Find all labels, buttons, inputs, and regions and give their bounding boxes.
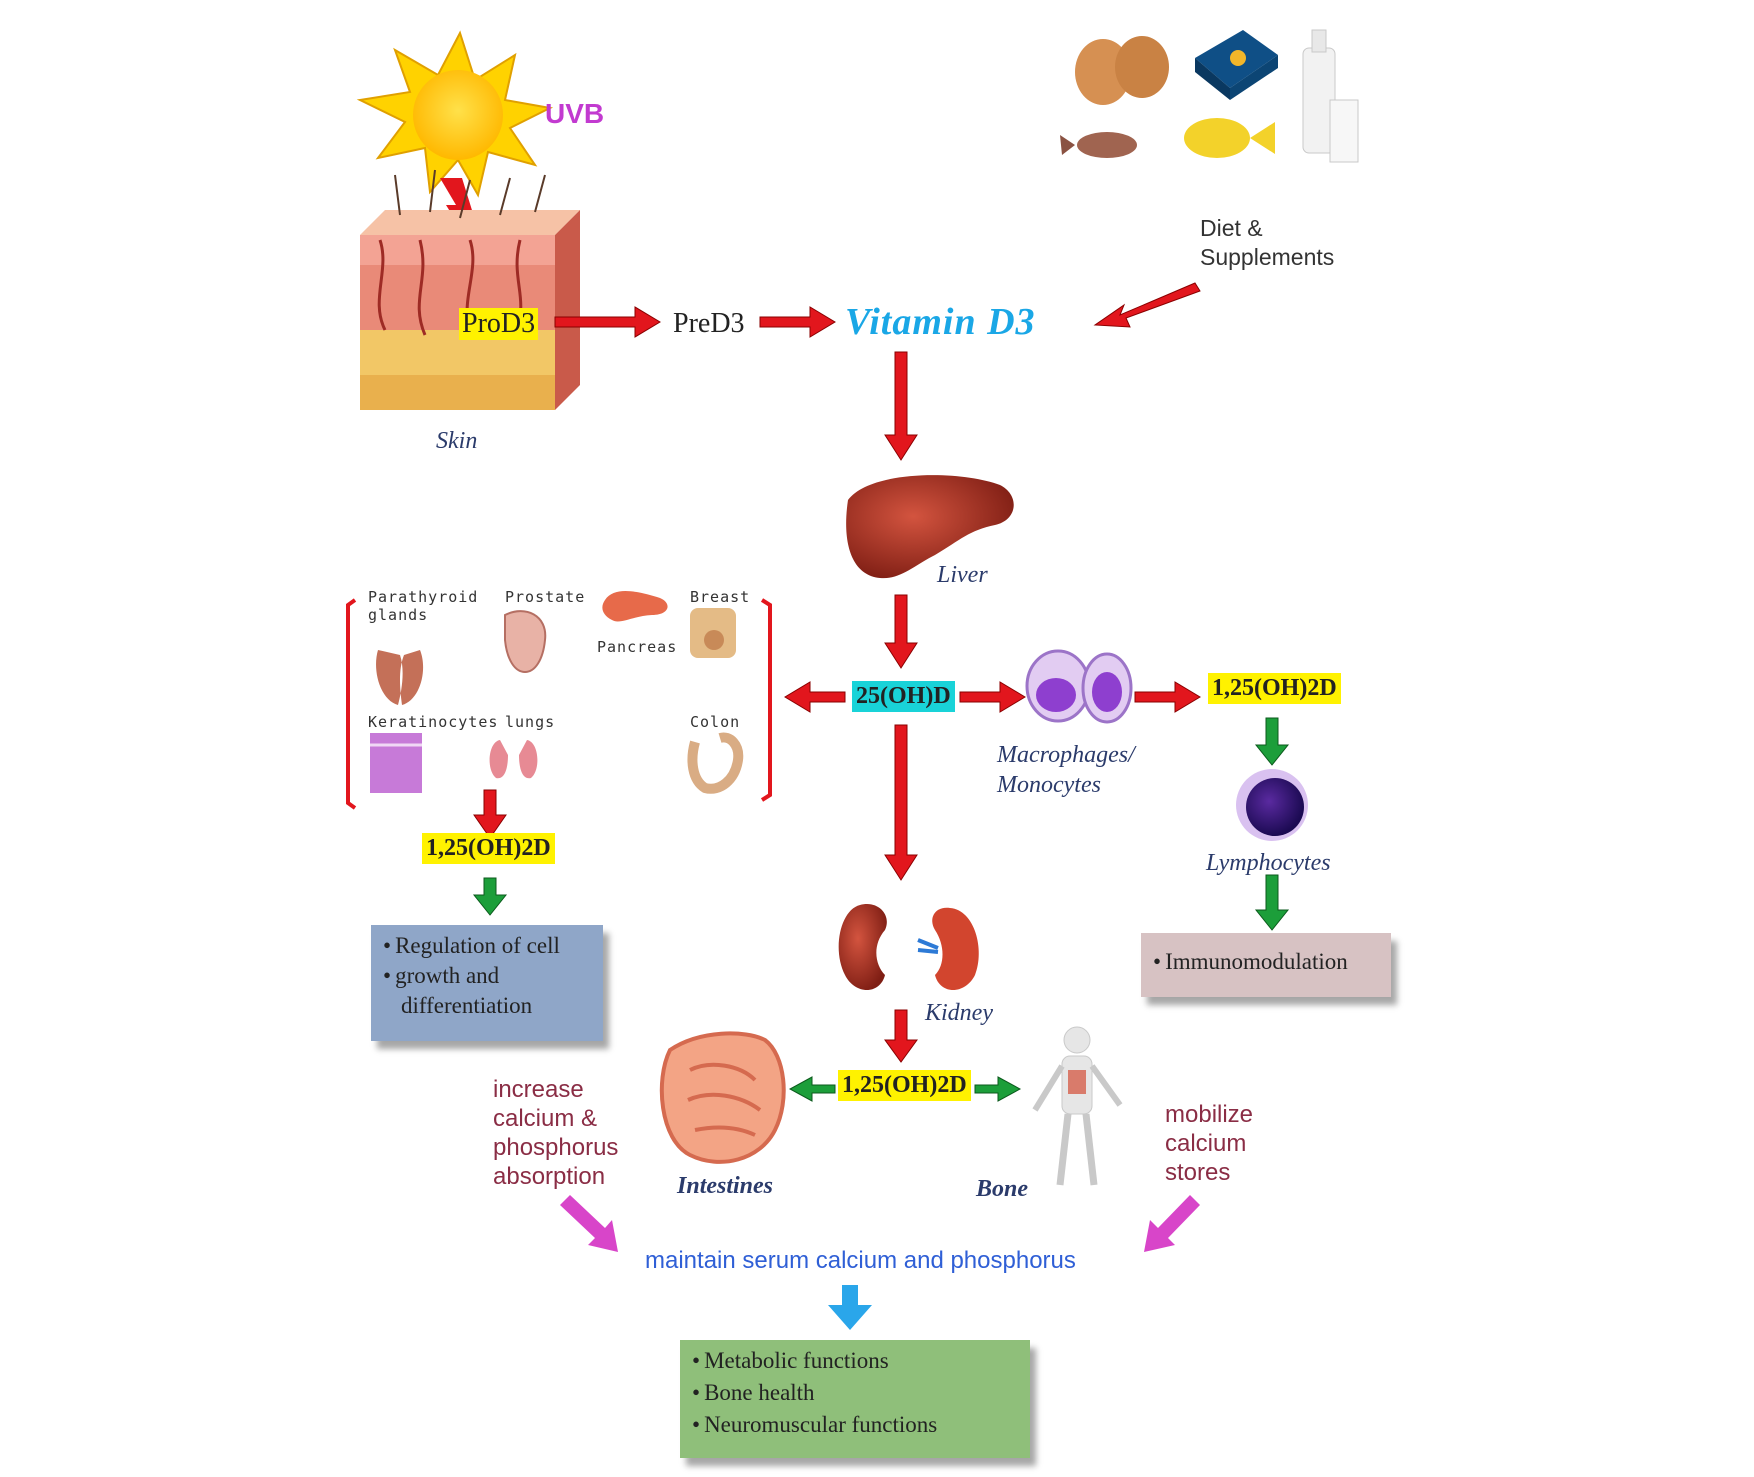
left-bracket [346,598,357,810]
box-item: Bone health [692,1380,815,1406]
red-arrows [473,282,1201,1063]
box-item: Immunomodulation [1153,949,1348,975]
colon-image [687,732,744,794]
calcitriol-tissue-label: 1,25(OH)2D [422,833,555,864]
box-item: differentiation [401,993,533,1018]
macrophages-label: Macrophages/ Monocytes [997,742,1135,798]
kidney-label: Kidney [925,1000,993,1026]
bone-label: Bone [976,1176,1029,1202]
maintain-label: maintain serum calcium and phosphorus [645,1247,1076,1274]
macrophage-image [1025,649,1133,724]
increase-absorption-label: increase calcium & phosphorus absorption [493,1076,619,1190]
lungs-image [489,740,538,779]
calcitriol-kidney-label: 1,25(OH)2D [838,1070,971,1101]
tissue-prostate-label: Prostate [505,588,586,606]
tissue-lungs-label: lungs [505,713,556,731]
magenta-arrows [560,1195,1200,1252]
calcitriol-immune-label: 1,25(OH)2D [1208,673,1341,704]
cell-regulation-box: Regulation of cell growth and differenti… [371,925,603,1041]
prod3-label: ProD3 [459,308,539,340]
lymphocytes-label: Lymphocytes [1206,850,1331,876]
kidney-image [838,904,979,990]
lightning-icon [440,178,505,300]
intestines-image [659,1031,786,1164]
tissue-parathyroid-label: Parathyroid glands [368,588,479,624]
tissue-pancreas-label: Pancreas [597,638,678,656]
vitamin-d3-label: Vitamin D3 [845,301,1036,343]
liver-label: Liver [937,562,988,588]
prostate-image [504,610,547,674]
box-item: Metabolic functions [692,1348,889,1374]
right-bracket [760,598,772,802]
blue-arrow [828,1285,872,1330]
mobilize-label: mobilize calcium stores [1165,1101,1254,1186]
tissue-colon-label: Colon [690,713,741,731]
diet-foods-image [1060,29,1359,163]
pancreas-image [602,591,668,622]
pred3-label: PreD3 [673,308,745,339]
breast-image [690,608,736,658]
skin-label: Skin [436,428,478,454]
green-arrows [472,717,1290,1102]
box-item: growth and [383,963,499,989]
parathyroid-image [376,650,424,705]
intestines-label: Intestines [677,1173,774,1199]
lymphocyte-image [1236,769,1308,841]
liver-image [846,475,1014,579]
tissue-breast-label: Breast [690,588,751,606]
metabolite-25ohd-label: 25(OH)D [852,681,955,712]
uvb-label: UVB [545,98,605,129]
skeleton-image [1032,1026,1123,1186]
box-item: Neuromuscular functions [692,1412,937,1438]
diet-label: Diet & Supplements [1200,215,1335,270]
outcomes-box: Metabolic functions Bone health Neuromus… [680,1340,1030,1458]
tissue-keratinocytes-label: Keratinocytes [368,713,499,731]
sun-icon [356,30,554,198]
box-item: Regulation of cell [383,933,560,959]
keratinocytes-image [370,733,422,793]
immunomodulation-box: Immunomodulation [1141,933,1391,997]
